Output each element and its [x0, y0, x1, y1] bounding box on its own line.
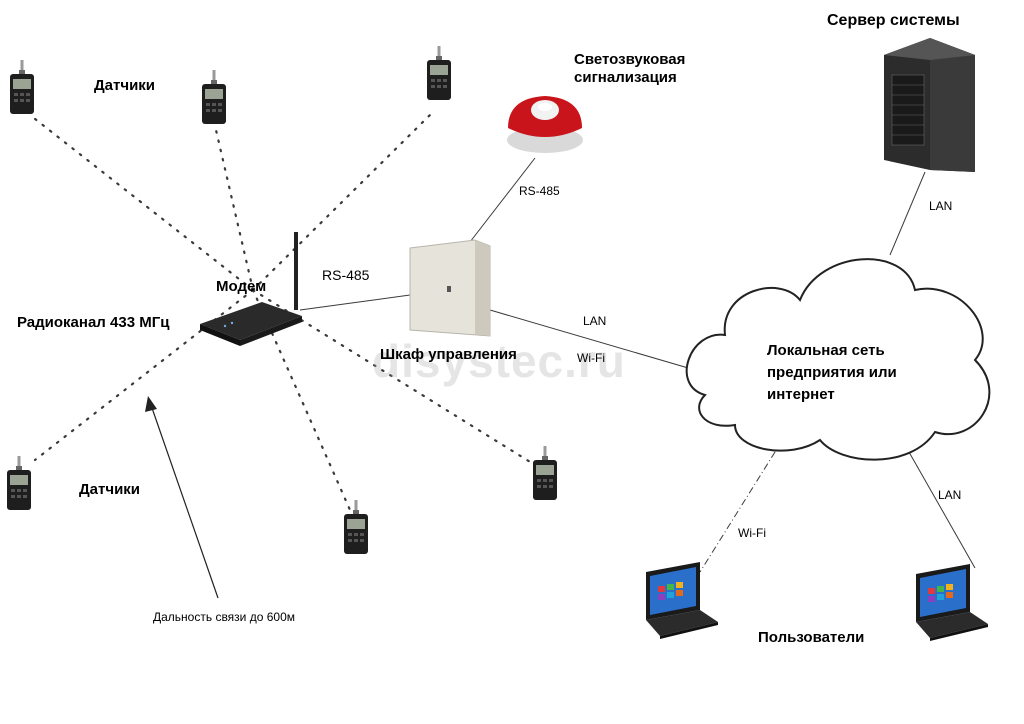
sensor-icon — [427, 46, 451, 100]
cloud-icon — [685, 258, 991, 461]
alarm-icon — [507, 96, 583, 153]
sensor-icon — [7, 456, 31, 510]
lan-server-label: LAN — [929, 199, 953, 213]
sensor-icon — [533, 446, 557, 500]
sensors-bottom-label: Датчики — [79, 481, 141, 498]
modem-label: Модем — [216, 278, 267, 295]
lan-cabinet-label: LAN — [583, 314, 607, 328]
range-label: Дальность связи до 600м — [153, 610, 295, 624]
cabinet-icon — [409, 239, 491, 337]
laptop-icon — [916, 564, 988, 641]
radio-channel-label: Радиоканал 433 МГц — [17, 314, 170, 331]
wifi-cabinet-label: Wi-Fi — [577, 351, 605, 365]
cabinet-label: Шкаф управления — [380, 346, 517, 363]
modem-icon — [200, 232, 302, 346]
network-label: Локальная сеть предприятия или интернет — [767, 342, 897, 403]
sensor-icon — [344, 500, 368, 554]
laptop-icon — [646, 562, 718, 639]
sensors-top-label: Датчики — [94, 77, 156, 94]
watermark: disystec.ru — [372, 335, 626, 387]
server-icon — [884, 38, 975, 172]
sensor-icon — [10, 60, 34, 114]
rs485-alarm-label: RS-485 — [519, 184, 560, 198]
range-arrow — [145, 396, 219, 599]
alarm-label: Светозвуковая сигнализация — [574, 51, 686, 86]
users-label: Пользователи — [758, 629, 865, 646]
sensor-icon — [202, 70, 226, 124]
wifi-users-label: Wi-Fi — [738, 526, 766, 540]
server-label: Сервер системы — [827, 12, 960, 29]
rs485-modem-label: RS-485 — [322, 267, 370, 283]
wired-links — [299, 157, 976, 573]
lan-users-label: LAN — [938, 488, 962, 502]
